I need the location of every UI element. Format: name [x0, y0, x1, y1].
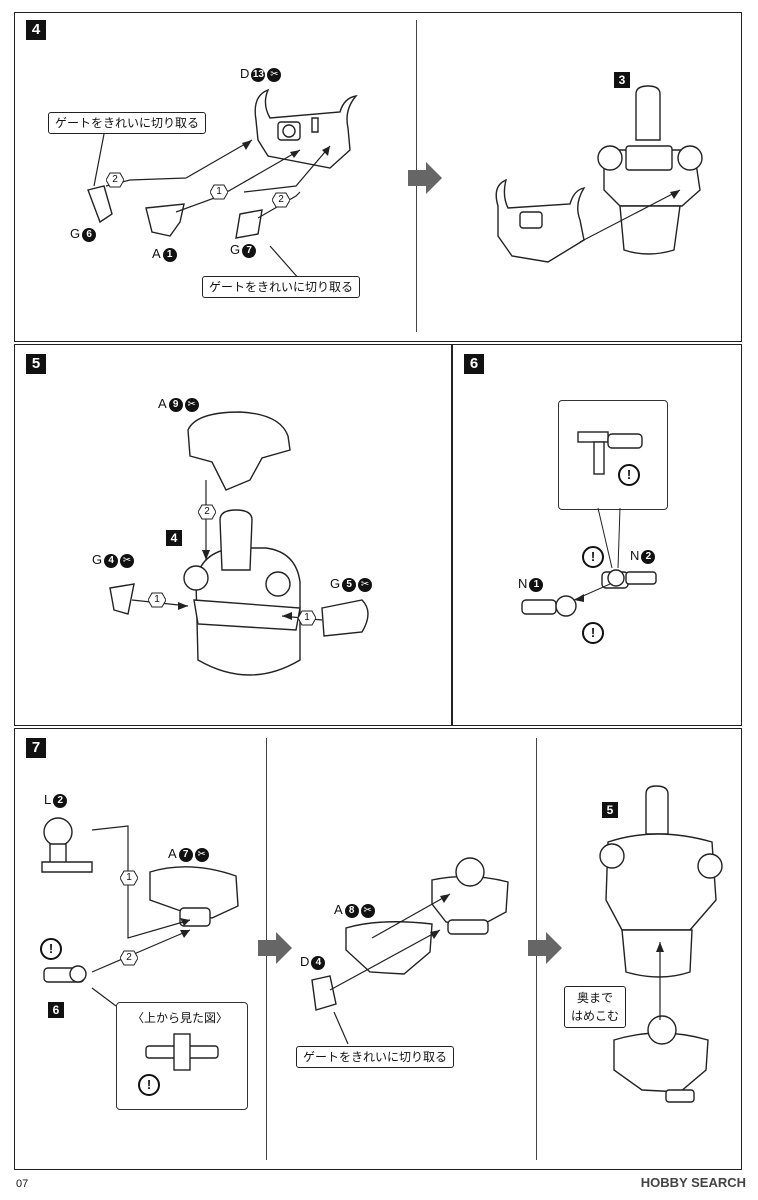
next-arrow-4 — [408, 162, 442, 194]
ref-step-6: 6 — [48, 1002, 64, 1018]
callout-push-line1: 奥まで — [577, 991, 614, 1005]
part-d13-right — [495, 178, 586, 263]
order-step5-1b: 1 — [298, 610, 316, 626]
order-step7-1: 1 — [120, 870, 138, 886]
warning-icon-6b: ! — [582, 546, 604, 568]
part-g5 — [321, 599, 369, 637]
order-step5-1a: 1 — [148, 592, 166, 608]
order-step4-2b: 2 — [272, 192, 290, 208]
part-a9 — [187, 411, 291, 491]
next-arrow-7a — [258, 932, 292, 964]
part-d4 — [311, 975, 337, 1011]
order-step4-1a: 1 — [210, 184, 228, 200]
part-g7 — [235, 209, 263, 239]
step-number-7: 7 — [26, 738, 46, 758]
warning-icon-6c: ! — [582, 622, 604, 644]
order-step4-2a: 2 — [106, 172, 124, 188]
callout-push-in: 奥まで はめこむ — [564, 986, 627, 1028]
ref-step-3: 3 — [614, 72, 630, 88]
part-d13 — [254, 88, 358, 169]
top-view-title: 〈上から見た図〉 — [132, 1011, 229, 1025]
step-number-6: 6 — [464, 354, 484, 374]
callout-push-line2: はめこむ — [571, 1009, 620, 1023]
next-arrow-7b — [528, 932, 562, 964]
ref-step-5: 5 — [602, 802, 618, 818]
callout-gate-bottom: ゲートをきれいに切り取る — [202, 276, 361, 298]
watermark: HOBBY SEARCH — [640, 1175, 746, 1190]
step-6-detail-box — [558, 400, 668, 510]
step-number-5: 5 — [26, 354, 46, 374]
callout-gate-7: ゲートをきれいに切り取る — [296, 1046, 455, 1068]
part-a1 — [145, 203, 185, 237]
warning-icon-6a: ! — [618, 464, 640, 486]
warning-icon-7a: ! — [40, 938, 62, 960]
order-step7-2: 2 — [120, 950, 138, 966]
step-number-4: 4 — [26, 20, 46, 40]
part-g6 — [87, 185, 113, 224]
page-number: 07 — [16, 1178, 29, 1190]
part-g4 — [109, 583, 135, 615]
order-step5-2: 2 — [198, 504, 216, 520]
warning-icon-7b: ! — [138, 1074, 160, 1096]
ref-step-4: 4 — [166, 530, 182, 546]
callout-gate-top: ゲートをきれいに切り取る — [48, 112, 207, 134]
